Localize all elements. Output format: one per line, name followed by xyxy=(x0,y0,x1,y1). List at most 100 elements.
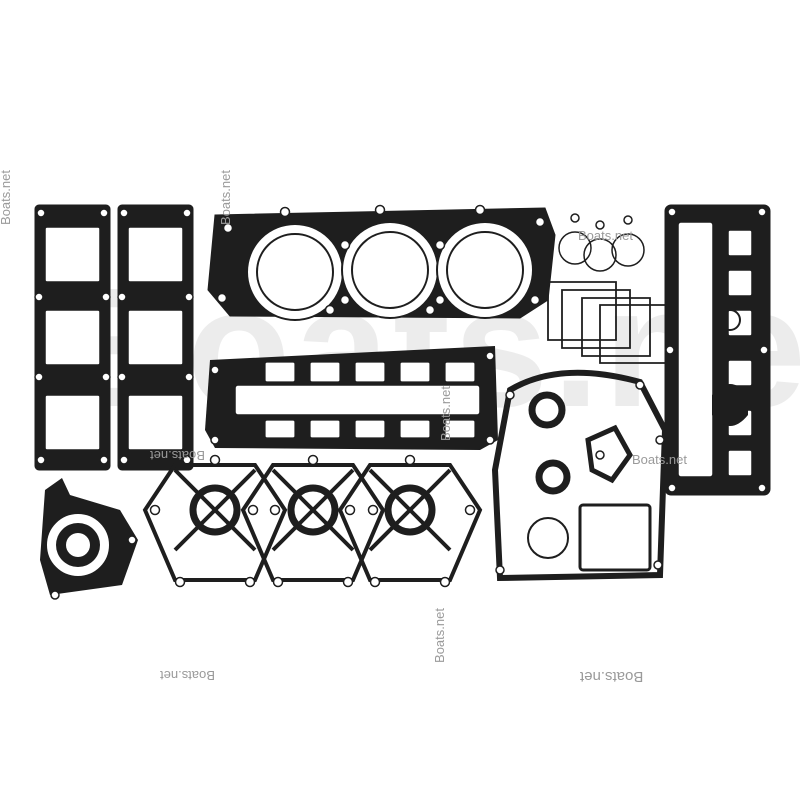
cover-gasket-outline xyxy=(561,289,631,349)
bolt-hole xyxy=(369,576,381,588)
transfer-port xyxy=(354,419,386,439)
bolt-hole xyxy=(50,590,60,600)
cylinder-bore xyxy=(341,221,439,319)
manifold-rib xyxy=(271,508,315,552)
bolt-hole xyxy=(485,435,495,445)
bolt-hole xyxy=(635,380,645,390)
transfer-port xyxy=(309,419,341,439)
watermark-flipped-center: Boats.net xyxy=(150,448,205,463)
manifold-rib xyxy=(408,508,452,552)
watermark-right-mid: Boats.net xyxy=(632,452,687,467)
bolt-hole xyxy=(374,204,386,216)
exhaust-port xyxy=(727,229,753,257)
base-window xyxy=(578,503,652,572)
bolt-hole xyxy=(595,450,605,460)
watermark-top-vertical: Boats.net xyxy=(217,170,233,225)
bolt-hole xyxy=(99,208,109,218)
bolt-hole xyxy=(655,435,665,445)
exhaust-port xyxy=(727,269,753,297)
bolt-hole xyxy=(529,294,541,306)
bolt-hole xyxy=(216,292,228,304)
manifold-rib xyxy=(311,468,355,512)
intake-port xyxy=(127,226,184,283)
bolt-hole xyxy=(757,207,767,217)
cover-gasket-outline xyxy=(547,281,617,341)
bolt-hole xyxy=(344,504,356,516)
bore-ring xyxy=(446,231,524,309)
pump-seal-center xyxy=(66,533,90,557)
exhaust-port xyxy=(727,449,753,477)
transfer-port xyxy=(444,419,476,439)
bolt-hole xyxy=(272,576,284,588)
watermark-bottom-right-flipped: Boats.net xyxy=(580,668,644,685)
bolt-hole xyxy=(117,292,127,302)
bolt-hole xyxy=(424,304,436,316)
bolt-hole xyxy=(367,504,379,516)
seal-ring xyxy=(535,459,571,495)
bolt-hole xyxy=(759,345,769,355)
o-ring xyxy=(583,238,617,272)
transfer-port xyxy=(354,361,386,383)
bolt-hole xyxy=(307,454,319,466)
transfer-port xyxy=(264,419,296,439)
bolt-hole xyxy=(404,454,416,466)
bolt-hole xyxy=(474,204,486,216)
bolt-hole xyxy=(184,292,194,302)
cover-gasket-outline xyxy=(599,304,669,364)
cylinder-bore xyxy=(436,221,534,319)
bolt-hole xyxy=(184,372,194,382)
bolt-hole xyxy=(324,304,336,316)
bolt-hole xyxy=(34,372,44,382)
o-ring-tab xyxy=(595,220,605,230)
bolt-hole xyxy=(127,535,137,545)
transfer-port xyxy=(399,361,431,383)
bolt-hole xyxy=(247,504,259,516)
bolt-hole xyxy=(117,372,127,382)
bolt-hole xyxy=(757,483,767,493)
exhaust-window xyxy=(677,221,714,478)
bolt-hole xyxy=(174,576,186,588)
manifold-gasket xyxy=(240,463,386,582)
bolt-hole xyxy=(279,206,291,218)
transfer-port xyxy=(444,361,476,383)
bolt-hole xyxy=(222,222,234,234)
manifold-rib xyxy=(368,468,412,512)
small-plate xyxy=(712,384,748,426)
transfer-port xyxy=(264,361,296,383)
port-cover xyxy=(585,424,633,484)
seal-outline xyxy=(527,517,569,559)
bolt-hole xyxy=(439,576,451,588)
o-ring-tab xyxy=(570,213,580,223)
bolt-hole xyxy=(665,345,675,355)
bore-ring xyxy=(351,231,429,309)
bolt-hole xyxy=(342,576,354,588)
bolt-hole xyxy=(210,365,220,375)
small-ring xyxy=(719,309,741,331)
bolt-hole xyxy=(36,208,46,218)
watermark-top-right: Boats.net xyxy=(578,228,633,243)
bolt-hole xyxy=(339,239,351,251)
bolt-hole xyxy=(534,216,546,228)
bolt-hole xyxy=(464,504,476,516)
manifold-rib xyxy=(408,468,452,512)
bolt-hole xyxy=(182,208,192,218)
transfer-port xyxy=(309,361,341,383)
bolt-hole xyxy=(209,454,221,466)
bolt-hole xyxy=(101,372,111,382)
intake-port xyxy=(127,394,184,451)
manifold-rib xyxy=(173,508,217,552)
intake-port xyxy=(127,309,184,366)
bolt-hole xyxy=(667,483,677,493)
bolt-hole xyxy=(149,504,161,516)
intake-port xyxy=(44,394,101,451)
bolt-hole xyxy=(119,208,129,218)
manifold-rib xyxy=(271,468,315,512)
bolt-hole xyxy=(495,565,505,575)
o-ring-tab xyxy=(623,215,633,225)
exhaust-port xyxy=(727,359,753,387)
manifold-rib xyxy=(311,508,355,552)
bolt-hole xyxy=(339,294,351,306)
watermark-left-vertical: Boats.net xyxy=(0,170,13,225)
bolt-hole xyxy=(505,390,515,400)
